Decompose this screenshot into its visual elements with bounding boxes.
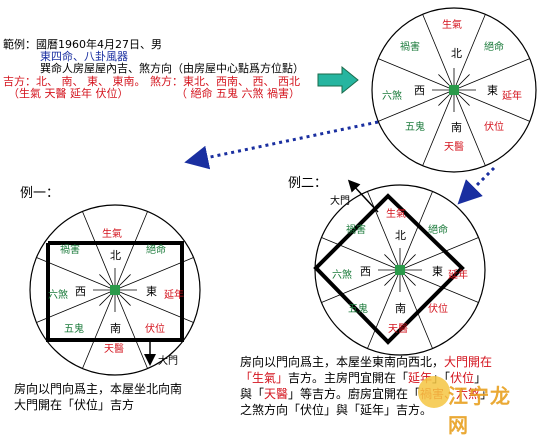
caption1-line2: 大門開在「伏位」吉方 [14, 398, 135, 412]
ex1-west: 西 [75, 285, 86, 298]
wedge-divider [378, 89, 455, 122]
top-wheel-south: 南 [451, 121, 462, 134]
wedge-divider [114, 211, 148, 291]
ex1-wugui: 五鬼 [64, 322, 84, 335]
compass-wheel-top [371, 7, 537, 173]
caption2-line1: 房向以門向爲主，本屋坐東南向西北，大門開在 [240, 355, 493, 369]
ex2-juemin: 絕命 [428, 223, 448, 236]
top-wheel-north: 北 [451, 47, 462, 60]
wedge-divider [367, 269, 401, 349]
watermark-logo: 江宁龙网 [418, 372, 530, 437]
wedge-divider [422, 89, 455, 166]
wedge-divider [453, 89, 530, 122]
wedge-divider [399, 269, 479, 303]
dotted-arrow-left-icon [184, 120, 379, 170]
top-wheel-fuwei: 伏位 [484, 120, 504, 133]
wedge-divider [321, 237, 401, 271]
header-line-1: 範例：國曆1960年4月27日、男 [3, 38, 162, 51]
green-arrow-icon [317, 65, 359, 95]
top-wheel-east: 東 [487, 84, 498, 97]
ex1-south: 南 [110, 322, 121, 335]
wedge-divider [399, 237, 479, 271]
bad-directions: 煞方：東北、西南、 西、 西北 [150, 75, 300, 88]
ex1-east: 東 [146, 285, 157, 298]
dotted-arrow-right-icon [457, 166, 496, 205]
wedge-divider [422, 14, 455, 91]
ex1-door-label: 大門 [158, 354, 178, 367]
wedge-divider [82, 289, 116, 369]
wedge-divider [82, 211, 116, 291]
top-wheel-wugui: 五鬼 [405, 120, 425, 133]
top-wheel-huohai: 禍害 [400, 40, 420, 53]
example2-label: 例二： [288, 176, 328, 191]
ex1-north: 北 [110, 249, 121, 262]
wedge-divider [453, 14, 486, 91]
ex2-tianyi: 天醫 [388, 323, 408, 335]
ex2-east: 東 [432, 265, 443, 278]
wedge-divider [367, 191, 401, 271]
example1-label: 例一： [20, 186, 60, 201]
wedge-divider [114, 289, 148, 369]
bagua-diagrams: 北 南 東 西 生氣 絕命 延年 伏位 天醫 五鬼 六煞 禍害 北 南 東 西 … [29, 7, 537, 376]
good-stars: （生氣 天醫 延年 伏位） [8, 87, 129, 100]
ex1-yannian: 延年 [164, 288, 184, 301]
compass-wheel-example1 [29, 204, 201, 376]
top-wheel-yannian: 延年 [502, 89, 522, 102]
ex1-shengqi: 生氣 [102, 227, 122, 240]
ex2-wugui: 五鬼 [348, 302, 368, 315]
top-wheel-shengqi: 生氣 [442, 18, 462, 31]
wedge-divider [399, 269, 433, 349]
ex2-north: 北 [395, 229, 406, 242]
top-wheel-tianyi: 天醫 [444, 141, 464, 153]
ex1-tianyi: 天醫 [104, 343, 124, 355]
ex2-fuwei: 伏位 [428, 302, 448, 315]
ex2-west: 西 [360, 265, 371, 278]
ex1-fuwei: 伏位 [145, 322, 165, 335]
header-line-3: 巽命人房屋屋內吉、煞方向（由房屋中心點爲方位點） [40, 62, 304, 75]
ex1-juemin: 絕命 [146, 243, 166, 256]
top-wheel-liusha: 六煞 [382, 89, 402, 102]
ex2-door-label: 大門 [330, 194, 350, 207]
good-directions: 吉方：北、 南、 東、 東南。 [3, 75, 146, 88]
ex2-liusha: 六煞 [332, 268, 352, 281]
wedge-divider [321, 269, 401, 303]
wedge-divider [453, 89, 486, 166]
ex2-south: 南 [395, 302, 406, 315]
ex2-shengqi: 生氣 [386, 207, 406, 220]
caption2-line4: 之煞方向「伏位」與「延年」吉方。 [240, 403, 433, 417]
bad-stars: （ 絕命 五鬼 六煞 禍害） [176, 87, 300, 100]
wedge-divider [378, 58, 455, 91]
ex1-liusha: 六煞 [48, 288, 68, 301]
ex1-huohai: 禍害 [60, 243, 80, 256]
wedge-divider [453, 58, 530, 91]
top-wheel-west: 西 [414, 84, 425, 97]
compass-wheel-example2 [313, 179, 486, 356]
wedge-divider [399, 191, 433, 271]
top-wheel-juemin: 絕命 [484, 40, 504, 53]
ex2-yannian: 延年 [448, 268, 468, 281]
header-line-2: 東四命、八卦風器 [40, 50, 128, 63]
ex2-huohai: 禍害 [346, 223, 366, 236]
caption1-line1: 房向以門向爲主，本屋坐北向南 [14, 382, 183, 396]
